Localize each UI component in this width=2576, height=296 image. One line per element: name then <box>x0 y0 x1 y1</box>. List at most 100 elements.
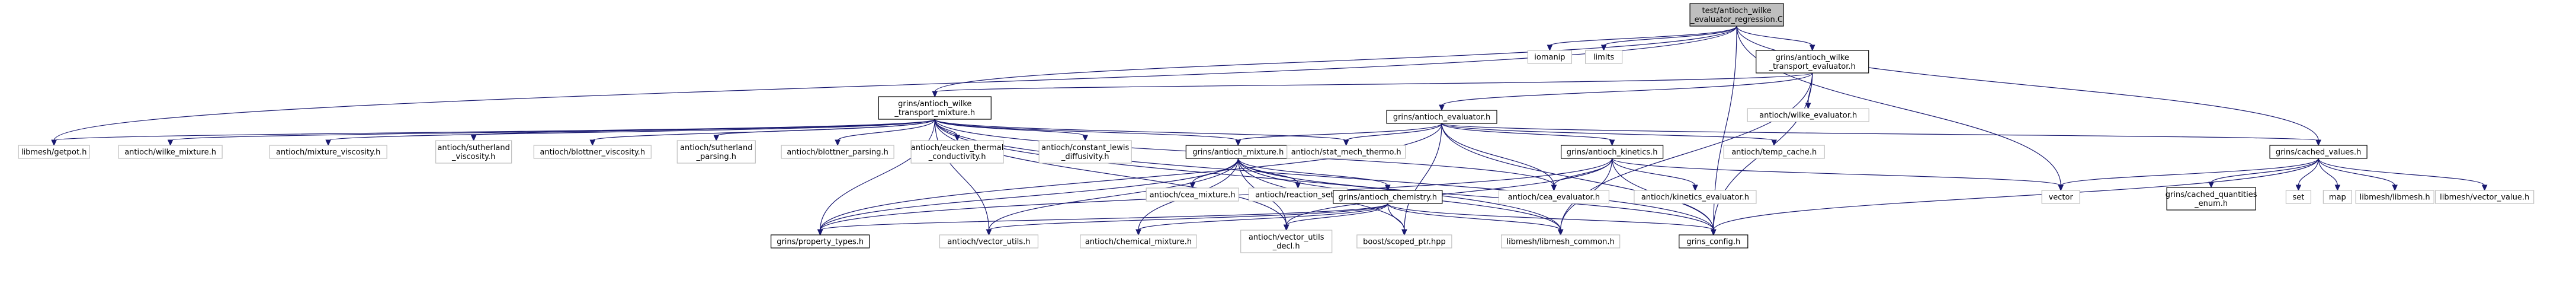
node-box <box>1585 50 1623 64</box>
edge-line <box>934 119 1239 141</box>
edge-wilke_transport_mixture-to-mixture_viscosity <box>325 119 935 147</box>
edge-line <box>53 119 935 141</box>
node-box <box>269 145 387 159</box>
node-label: set <box>2292 193 2304 202</box>
edge-arrowhead <box>2392 184 2398 192</box>
node-label: _evaluator_regression.C <box>1690 15 1783 24</box>
node-label: antioch/reaction_set.h <box>1255 191 1340 200</box>
edge-line <box>1387 203 1405 231</box>
node-box <box>1756 50 1869 74</box>
edge-line <box>2318 158 2485 186</box>
edge-arrowhead <box>1711 229 1717 236</box>
edge-line <box>934 119 1287 226</box>
edge-wilke_transport_mixture-to-sutherland_parsing <box>713 119 935 142</box>
edge-root-to-iomanip <box>1547 26 1737 52</box>
edge-arrowhead <box>1439 104 1445 112</box>
edge-arrowhead <box>1295 182 1301 189</box>
edge-wilke_transport_evaluator-to-grins_antioch_evaluator <box>1439 72 1813 112</box>
node-box <box>1689 3 1784 27</box>
edge-grins_antioch_evaluator-to-cached_values <box>1441 123 2321 147</box>
edge-arrowhead <box>1609 139 1615 147</box>
node-box <box>1333 190 1443 204</box>
node-grins_antioch_mixture[interactable]: grins/antioch_mixture.h <box>1185 145 1291 159</box>
edge-line <box>2211 158 2319 183</box>
edge-arrowhead <box>1401 229 1407 236</box>
node-cached_quantities_enum[interactable]: grins/cached_quantities_enum.h <box>2166 187 2257 211</box>
edge-arrowhead <box>817 229 823 236</box>
node-grins_antioch_evaluator[interactable]: grins/antioch_evaluator.h <box>1386 110 1497 124</box>
edges-layer <box>51 26 2488 236</box>
node-temp_cache: antioch/temp_cache.h <box>1723 145 1825 159</box>
edge-arrowhead <box>1343 139 1349 147</box>
node-box <box>118 145 223 159</box>
edge-grins_antioch_chemistry-to-libmesh_common <box>1387 203 1564 236</box>
edge-line <box>934 119 1347 141</box>
edge-grins_antioch_evaluator-to-grins_config <box>1441 123 1717 236</box>
node-box <box>1038 140 1132 164</box>
node-constant_lewis: antioch/constant_lewis_diffusivity.h <box>1038 140 1132 164</box>
node-wilke_transport_evaluator[interactable]: grins/antioch_wilke_transport_evaluator.… <box>1756 50 1869 74</box>
node-box <box>2435 190 2535 204</box>
edge-arrowhead <box>1805 103 1811 110</box>
edge-line <box>934 119 1086 136</box>
node-label: antioch/vector_utils <box>1249 233 1324 242</box>
edge-grins_antioch_chemistry-to-chemical_mixture <box>1135 203 1388 236</box>
node-grins_config[interactable]: grins_config.h <box>1679 234 1749 249</box>
edge-grins_antioch_evaluator-to-grins_antioch_mixture <box>1235 123 1442 147</box>
node-label: antioch/wilke_mixture.h <box>124 148 216 157</box>
node-box <box>2166 187 2256 211</box>
edge-line <box>53 26 1737 141</box>
edge-grins_antioch_chemistry-to-scoped_ptr <box>1387 203 1407 236</box>
edge-cached_values-to-map <box>2318 158 2341 192</box>
edge-grins_antioch_evaluator-to-grins_antioch_kinetics <box>1441 123 1615 147</box>
node-box <box>435 140 512 164</box>
node-root[interactable]: test/antioch_wilke_evaluator_regression.… <box>1689 3 1784 27</box>
node-property_types[interactable]: grins/property_types.h <box>771 234 870 249</box>
edge-grins_antioch_kinetics-to-vector <box>1612 158 2064 192</box>
node-grins_antioch_chemistry[interactable]: grins/antioch_chemistry.h <box>1333 190 1443 204</box>
edge-grins_antioch_mixture-to-reaction_set <box>1237 158 1301 189</box>
node-label: grins/antioch_wilke <box>898 100 971 109</box>
edge-root-to-wilke_transport_evaluator <box>1736 26 1815 52</box>
node-label: antioch/blottner_parsing.h <box>787 148 888 157</box>
node-libmesh_h: libmesh/libmesh.h <box>2355 190 2434 204</box>
edge-line <box>1237 158 1388 186</box>
edge-line <box>1441 123 2319 141</box>
edge-arrowhead <box>2058 184 2064 192</box>
edge-grins_antioch_chemistry-to-grins_config <box>1387 203 1717 236</box>
node-wilke_transport_mixture[interactable]: grins/antioch_wilke_transport_mixture.h <box>878 96 992 120</box>
node-box <box>2355 190 2434 204</box>
node-grins_antioch_kinetics[interactable]: grins/antioch_kinetics.h <box>1561 145 1664 159</box>
node-cached_values[interactable]: grins/cached_values.h <box>2269 145 2368 159</box>
node-label: _parsing.h <box>696 152 736 161</box>
edge-arrowhead <box>1557 229 1564 236</box>
edge-wilke_transport_mixture-to-blottner_parsing <box>835 119 935 147</box>
node-label: _enum.h <box>2194 199 2228 208</box>
edge-cached_values-to-set <box>2295 158 2319 192</box>
node-box <box>533 145 652 159</box>
node-box <box>939 234 1039 249</box>
node-label: antioch/wilke_evaluator.h <box>1759 112 1857 120</box>
node-stat_mech_thermo: antioch/stat_mech_thermo.h <box>1287 145 1406 159</box>
edge-arrowhead <box>1082 135 1088 142</box>
edge-arrowhead <box>1771 139 1777 147</box>
edge-grins_antioch_chemistry-to-property_types <box>817 203 1388 236</box>
edge-line <box>2318 158 2395 186</box>
nodes-layer: test/antioch_wilke_evaluator_regression.… <box>18 3 2535 253</box>
node-label: grins/antioch_evaluator.h <box>1393 113 1490 122</box>
edge-line <box>1138 203 1388 231</box>
edge-cached_values-to-vector_value <box>2318 158 2488 192</box>
node-label: _diffusivity.h <box>1061 152 1109 161</box>
edge-arrowhead <box>986 229 992 236</box>
node-box <box>1287 145 1406 159</box>
edge-cached_values-to-cached_quantities_enum <box>2208 158 2319 189</box>
edge-arrowhead <box>2208 182 2214 189</box>
node-box <box>1747 108 1869 122</box>
edge-line <box>934 119 990 231</box>
edge-root-to-cached_values <box>1736 26 2321 147</box>
edge-arrowhead <box>1235 139 1242 147</box>
node-label: grins/property_types.h <box>777 238 864 247</box>
node-box <box>771 234 870 249</box>
node-label: libmesh/libmesh.h <box>2360 193 2430 202</box>
